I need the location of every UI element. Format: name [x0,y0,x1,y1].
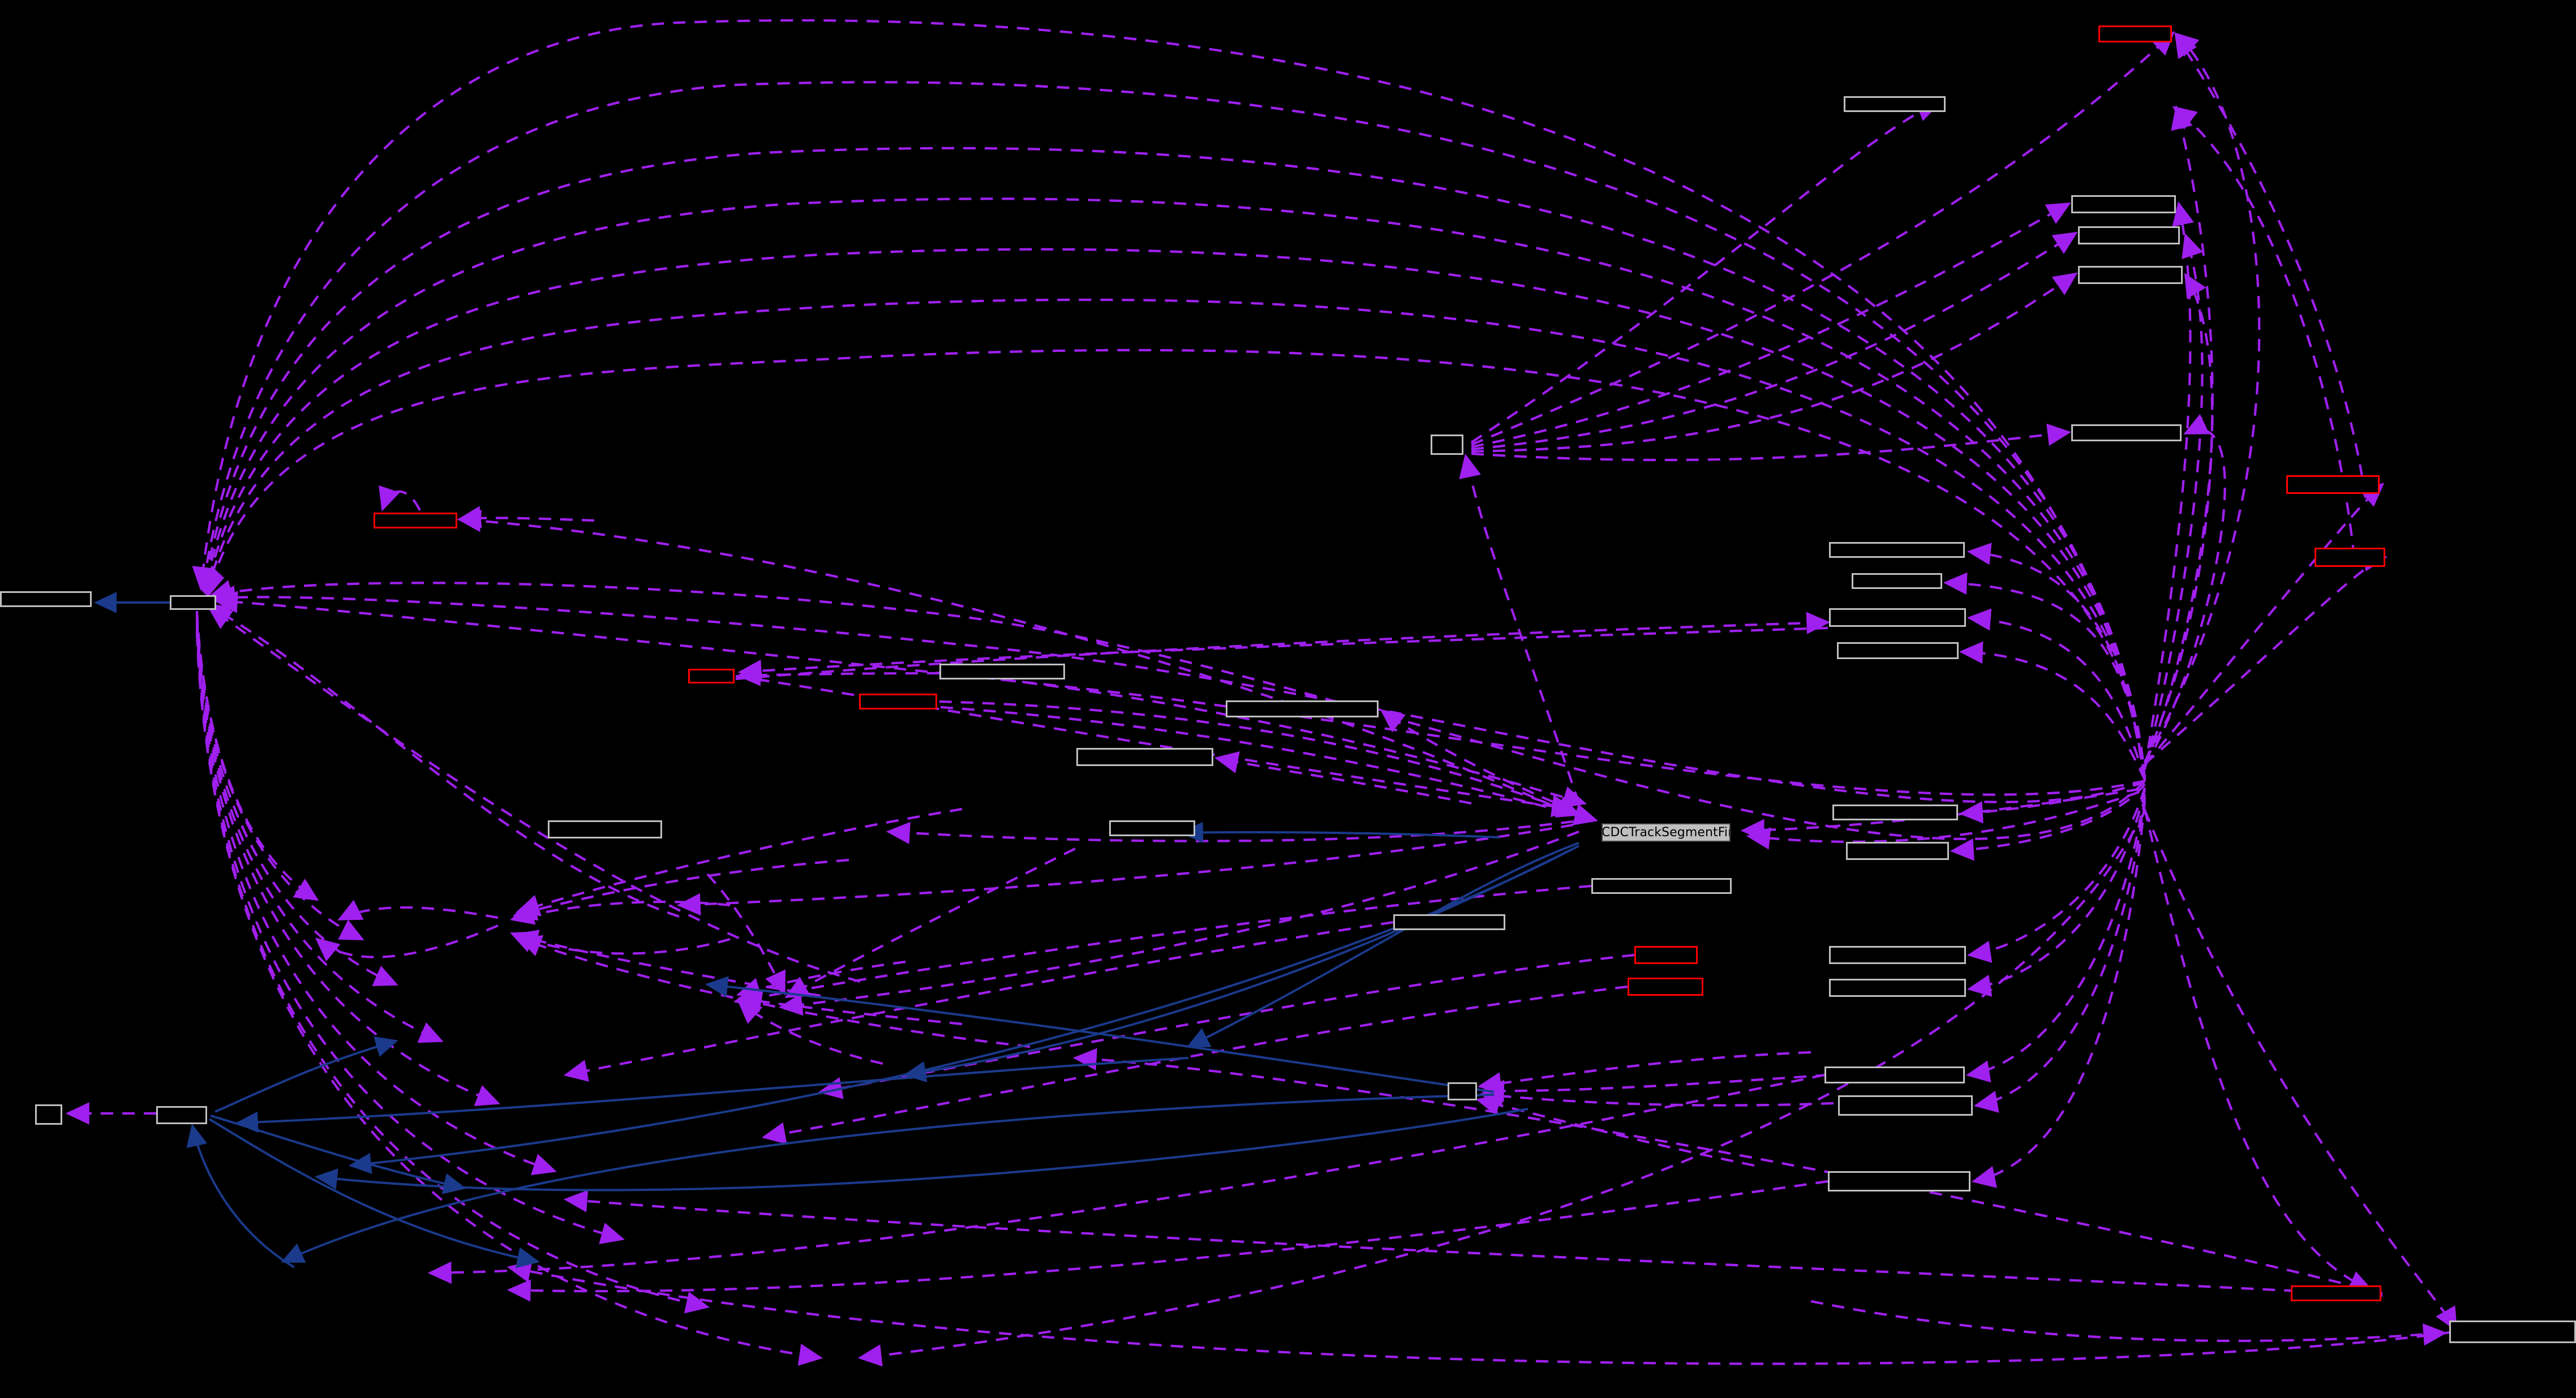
graph-node[interactable] [1846,842,1949,860]
graph-node[interactable] [170,595,216,610]
graph-node[interactable] [2071,424,2182,441]
graph-node[interactable] [373,513,457,528]
graph-node[interactable] [1829,946,1966,964]
graph-node[interactable] [35,1104,62,1125]
graph-node[interactable] [859,694,937,709]
graph-node[interactable] [2291,1285,2381,1301]
graph-node[interactable] [1109,820,1195,836]
graph-node[interactable] [2449,1320,2576,1343]
graph-node[interactable] [1076,748,1213,766]
graph-node[interactable] [1628,978,1703,996]
graph-node[interactable] [0,591,92,607]
graph-node[interactable] [1829,542,1965,558]
solid-inheritance-edges [94,592,1579,1268]
graph-node[interactable] [1829,608,1966,627]
graph-node[interactable] [939,664,1065,679]
graph-node[interactable] [1837,642,1959,659]
current-class-label: TRGCDCTrackSegmentFinder [1602,825,1729,840]
graph-node[interactable] [1634,946,1698,964]
graph-node[interactable] [1448,1082,1477,1100]
graph-node[interactable] [1393,914,1505,930]
graph-node[interactable] [2315,548,2385,567]
graph-node[interactable] [2078,266,2183,284]
graph-node[interactable] [1838,1095,1973,1116]
graph-node[interactable] [1832,805,1958,820]
graph-node[interactable] [548,820,662,838]
graph-node[interactable] [156,1106,207,1124]
graph-node[interactable] [2098,25,2172,42]
current-class-node[interactable]: TRGCDCTrackSegmentFinder [1602,823,1731,842]
graph-node[interactable] [1828,1171,1970,1191]
graph-node[interactable] [1844,96,1946,112]
graph-node[interactable] [1829,979,1966,997]
graph-node[interactable] [1226,700,1379,717]
dashed-call-edges [65,19,2458,1367]
graph-node[interactable] [1431,435,1463,455]
graph-node[interactable] [1591,878,1732,894]
graph-node[interactable] [688,669,735,683]
graph-node[interactable] [2078,226,2180,244]
graph-node[interactable] [1852,573,1942,589]
graph-node[interactable] [2286,475,2380,494]
graph-node[interactable] [1824,1066,1965,1083]
graph-node[interactable] [2071,195,2176,213]
